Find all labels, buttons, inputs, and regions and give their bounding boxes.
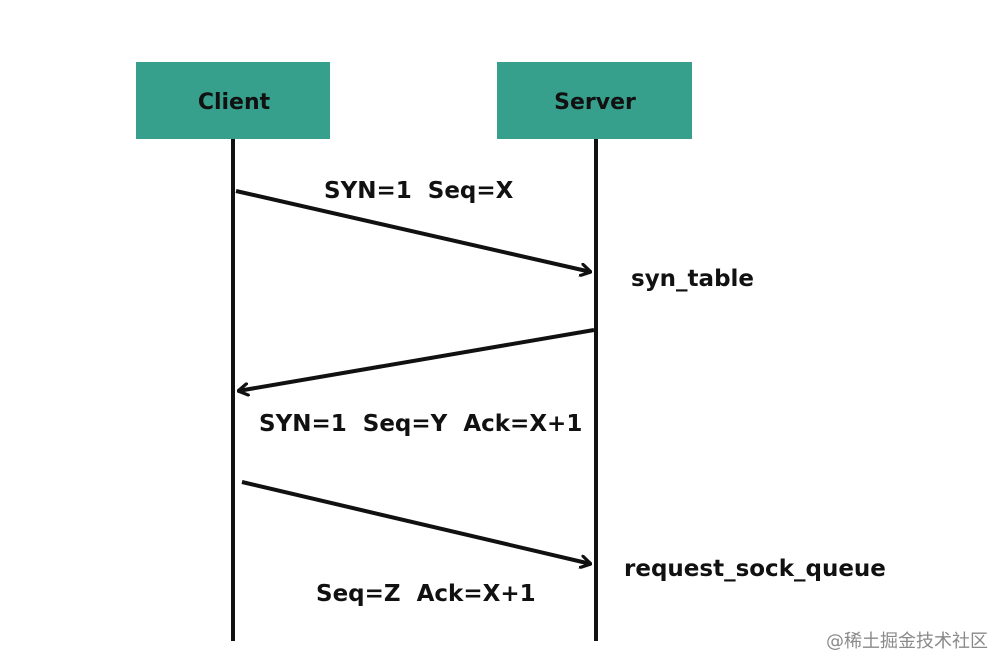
syn-message-label: SYN=1 Seq=X — [324, 178, 514, 204]
client-actor-box — [136, 62, 330, 139]
ack-message: Seq=Z Ack=X+1 — [241, 480, 591, 607]
syn-message: SYN=1 Seq=X — [235, 178, 591, 272]
syn-ack-arrow — [238, 328, 595, 391]
syn-arrow — [235, 189, 591, 272]
client-actor-label: Client — [198, 90, 271, 115]
server-actor-box — [497, 62, 692, 139]
watermark: @稀土掘金技术社区 — [826, 631, 988, 652]
syn-ack-message: SYN=1 Seq=Y Ack=X+1 — [238, 328, 595, 437]
syn-ack-message-label: SYN=1 Seq=Y Ack=X+1 — [259, 411, 582, 437]
server-actor: Server — [497, 62, 692, 139]
ack-arrow — [241, 480, 591, 564]
client-actor: Client — [136, 62, 330, 139]
server-actor-label: Server — [554, 90, 636, 115]
ack-message-label: Seq=Z Ack=X+1 — [316, 581, 536, 607]
syn-table-note: syn_table — [631, 266, 754, 292]
request-sock-queue-note: request_sock_queue — [624, 556, 886, 582]
